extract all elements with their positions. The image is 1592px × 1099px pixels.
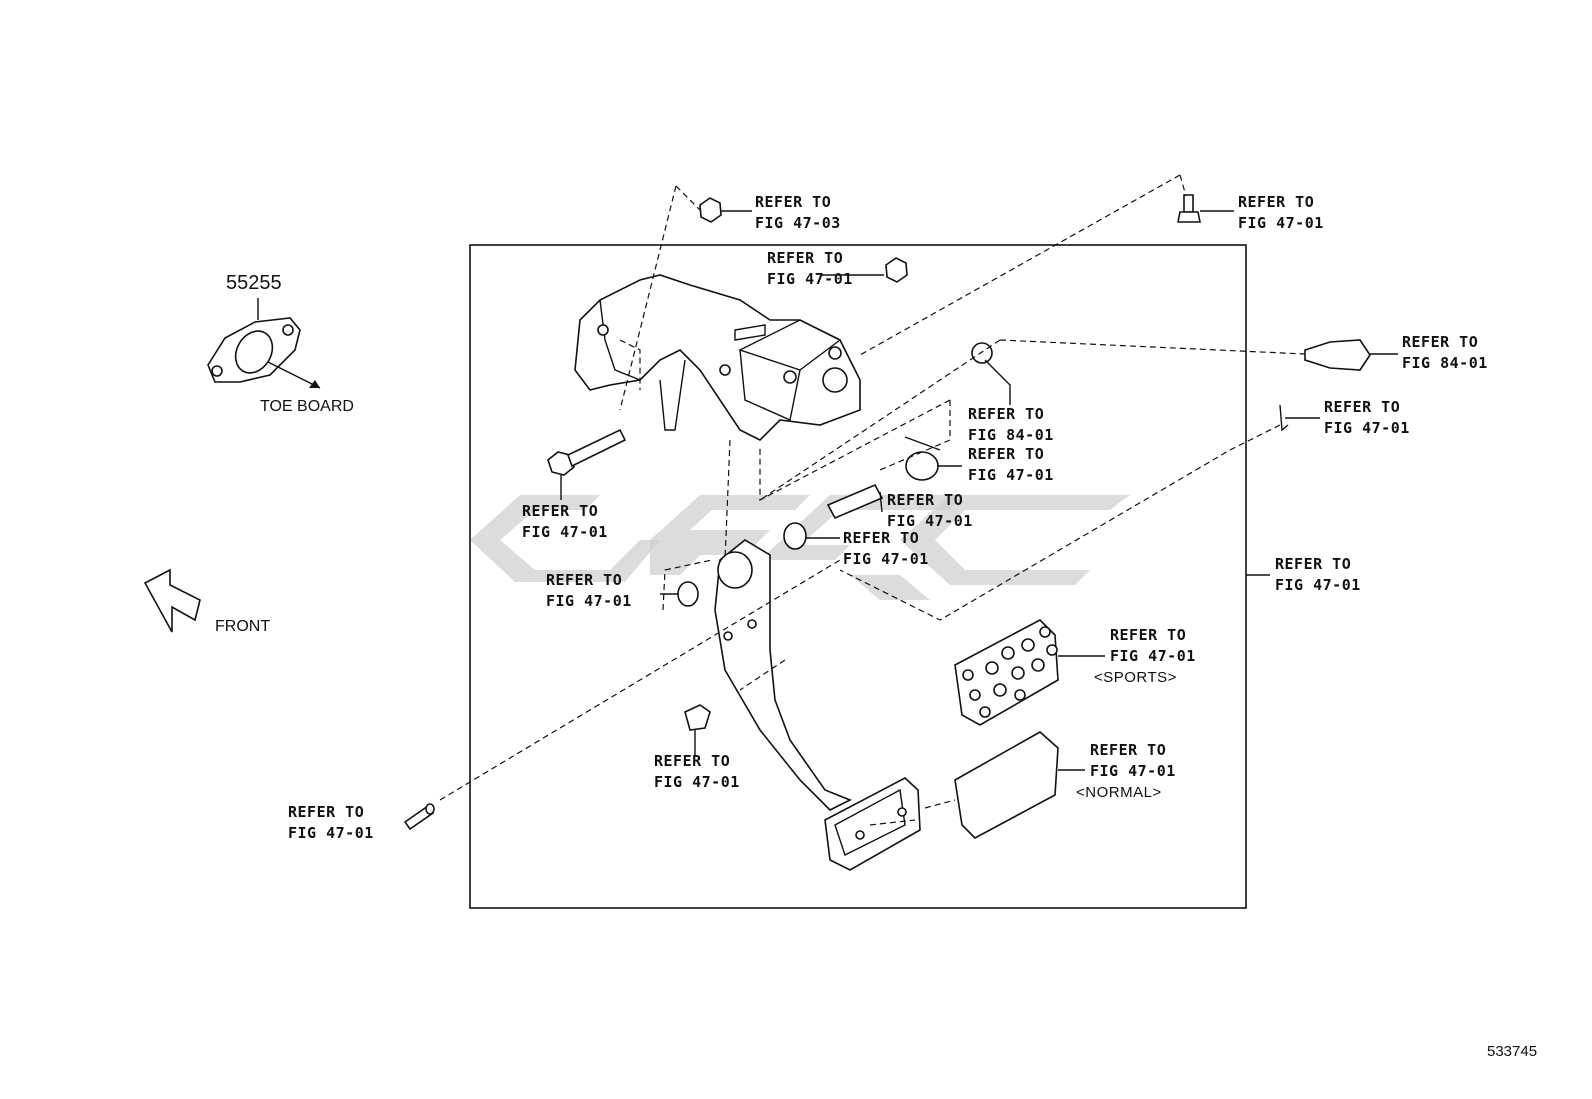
callout-line2: FIG 47-01 <box>522 523 608 541</box>
front-arrow <box>143 568 201 633</box>
pivot-bolt <box>547 428 627 500</box>
callout-line2: FIG 47-01 <box>843 550 929 568</box>
callout-line2: FIG 47-01 <box>1238 214 1324 232</box>
callout-line2: FIG 84-01 <box>1402 354 1488 372</box>
pad-normal <box>954 731 1085 839</box>
callout-line1: REFER TO <box>968 445 1045 463</box>
stop-switch <box>1304 339 1398 371</box>
callout-line2: FIG 47-01 <box>288 824 374 842</box>
callout-line1: REFER TO <box>1324 398 1401 416</box>
callout-nut-top: REFER TO FIG 47-03 <box>755 192 841 234</box>
callout-line2: FIG 84-01 <box>968 426 1054 444</box>
callout-line2: FIG 47-01 <box>1275 576 1361 594</box>
callout-line2: FIG 47-01 <box>546 592 632 610</box>
leader-lines <box>439 174 1306 826</box>
callout-line1: REFER TO <box>1275 555 1352 573</box>
callout-line1: REFER TO <box>767 249 844 267</box>
nut-bracket <box>885 257 908 283</box>
callout-line1: REFER TO <box>755 193 832 211</box>
toe-board-label: TOE BOARD <box>260 398 354 415</box>
callout-line2: FIG 47-01 <box>887 512 973 530</box>
front-label: FRONT <box>215 618 271 635</box>
callout-bolt-top-right: REFER TO FIG 47-01 <box>1238 192 1324 234</box>
pedal-arm <box>714 539 852 811</box>
callout-line2: FIG 47-01 <box>654 773 740 791</box>
callout-pad-normal: REFER TO FIG 47-01 <NORMAL> <box>1076 740 1176 803</box>
figure-id: 533745 <box>1487 1043 1538 1060</box>
clip-pin <box>1279 404 1320 432</box>
assembly-frame <box>469 244 1247 909</box>
callout-line2: FIG 47-01 <box>767 270 853 288</box>
bolt-top-right <box>1177 194 1234 223</box>
callout-line2: FIG 47-01 <box>968 466 1054 484</box>
callout-nut-bracket: REFER TO FIG 47-01 <box>767 248 853 290</box>
callout-line2: FIG 47-01 <box>1090 762 1176 780</box>
callout-pivot-bolt: REFER TO FIG 47-01 <box>522 501 608 543</box>
return-spring <box>904 436 962 481</box>
watermark <box>470 495 1130 600</box>
callout-bushing-left: REFER TO FIG 47-01 <box>546 570 632 612</box>
leader-ticks <box>820 274 1270 576</box>
callout-stopper-pin: REFER TO FIG 47-01 <box>288 802 374 844</box>
callout-collar-pipe: REFER TO FIG 47-01 <box>887 490 973 532</box>
callout-bushing-right: REFER TO FIG 47-01 <box>843 528 929 570</box>
callout-clip-pin: REFER TO FIG 47-01 <box>1324 397 1410 439</box>
pad-sports <box>954 619 1105 726</box>
stopper-cushion <box>684 704 711 755</box>
callout-pad-sports: REFER TO FIG 47-01 <SPORTS> <box>1094 625 1196 688</box>
callout-line1: REFER TO <box>1238 193 1315 211</box>
stopper-pin <box>403 803 435 831</box>
callout-line1: REFER TO <box>654 752 731 770</box>
pedal-pad-plate <box>824 777 921 871</box>
bushing-right <box>783 522 840 550</box>
callout-washer: REFER TO FIG 84-01 <box>968 404 1054 446</box>
callout-line1: REFER TO <box>1110 626 1187 644</box>
collar-pipe <box>826 483 884 520</box>
callout-line1: REFER TO <box>1090 741 1167 759</box>
pedal-bracket <box>574 274 861 441</box>
callout-line1: REFER TO <box>968 405 1045 423</box>
callout-line1: REFER TO <box>288 803 365 821</box>
nut-top <box>699 197 752 223</box>
callout-return-spring: REFER TO FIG 47-01 <box>968 444 1054 486</box>
callout-stopper-cushion: REFER TO FIG 47-01 <box>654 751 740 793</box>
callout-line1: REFER TO <box>522 502 599 520</box>
callout-variant: <NORMAL> <box>1076 784 1162 801</box>
callout-stop-switch: REFER TO FIG 84-01 <box>1402 332 1488 374</box>
callout-line1: REFER TO <box>887 491 964 509</box>
callout-line1: REFER TO <box>546 571 623 589</box>
callout-pedal-assembly: REFER TO FIG 47-01 <box>1275 554 1361 596</box>
callout-line1: REFER TO <box>1402 333 1479 351</box>
callout-line2: FIG 47-01 <box>1110 647 1196 665</box>
callout-line2: FIG 47-01 <box>1324 419 1410 437</box>
part-number-label: 55255 <box>226 272 282 294</box>
toe-board-gasket <box>207 298 321 389</box>
bushing-left <box>660 581 699 607</box>
callout-variant: <SPORTS> <box>1094 669 1177 686</box>
callout-line2: FIG 47-03 <box>755 214 841 232</box>
washer <box>971 342 1011 405</box>
callout-line1: REFER TO <box>843 529 920 547</box>
